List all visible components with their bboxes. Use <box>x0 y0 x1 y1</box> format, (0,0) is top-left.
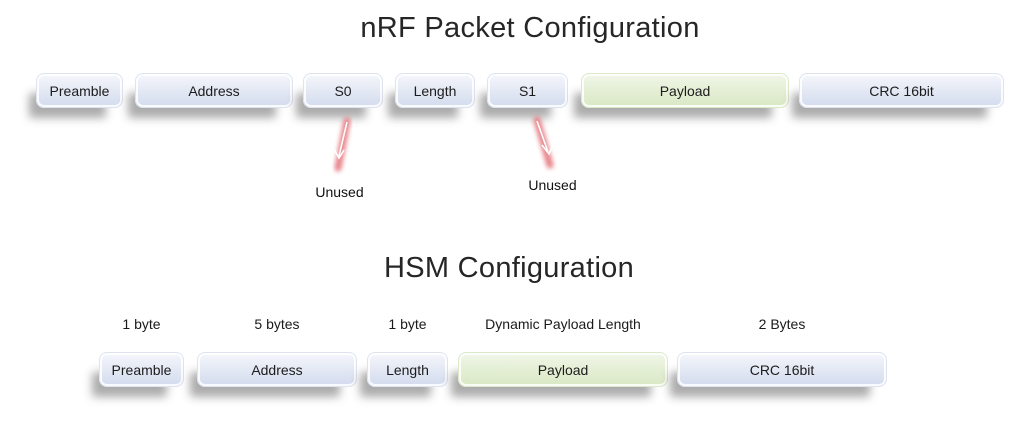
nrf-field-s1: S1 <box>487 73 568 108</box>
hsm-section-title: HSM Configuration <box>383 252 635 284</box>
nrf-field-crc: CRC 16bit <box>799 73 1004 108</box>
hsm-field-length: Length <box>367 352 448 387</box>
hsm-size-label-length: 1 byte <box>388 316 427 332</box>
unused-annotation-s1: Unused <box>528 177 577 193</box>
nrf-field-length: Length <box>395 73 475 108</box>
hsm-size-label-payload: Dynamic Payload Length <box>485 316 641 332</box>
nrf-section-title: nRF Packet Configuration <box>360 12 700 44</box>
hsm-field-preamble: Preamble <box>99 352 184 387</box>
unused-annotation-s0: Unused <box>315 184 364 200</box>
nrf-field-s0: S0 <box>303 73 383 108</box>
hsm-size-label-address: 5 bytes <box>254 316 300 332</box>
nrf-field-payload: Payload <box>581 73 789 108</box>
hsm-field-payload: Payload <box>458 352 668 387</box>
hsm-size-label-crc: 2 Bytes <box>758 316 806 332</box>
hsm-field-address: Address <box>197 352 357 387</box>
arrow-down-icon <box>533 116 554 169</box>
hsm-size-label-preamble: 1 byte <box>122 316 161 332</box>
arrow-down-icon <box>333 117 351 172</box>
nrf-field-preamble: Preamble <box>36 73 123 108</box>
nrf-field-address: Address <box>135 73 293 108</box>
hsm-field-crc: CRC 16bit <box>677 352 887 387</box>
